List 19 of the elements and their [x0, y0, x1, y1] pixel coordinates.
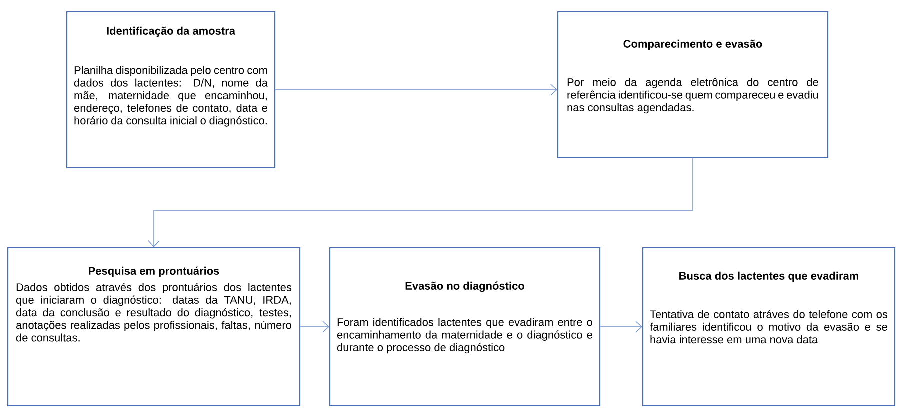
box-text: Dados obtidos através dos prontuários dos lactentes que iniciaram o diagnóstico: datas da TANU, IRDA, data da conclusão e resultado do diagnóstico, testes, anotações realizadas pelos profissionais, faltas, número de consultas.: [16, 283, 292, 342]
process-box: [329, 247, 601, 407]
box-title: Comparecimento e evasão: [624, 40, 762, 50]
box-text: Foram identificados lactentes que evadiram entre o encaminhamento da maternidade e o diagnóstico e durante o processo de diagnóstico: [337, 318, 592, 354]
arrow: [300, 321, 330, 333]
process-box: [66, 11, 276, 169]
arrow: [275, 84, 558, 96]
process-box: [7, 247, 301, 407]
process-box: [642, 247, 896, 407]
arrow: [148, 158, 694, 248]
box-title: Evasão no diagnóstico: [406, 282, 524, 292]
box-text: Planilha disponibilizada pelo centro com dados dos lactentes: D/N, nome da mãe, maternidade que encaminhou, endereço, telefones de contato, data e horário da consulta inicial o diagnóstico.: [74, 66, 268, 127]
arrow: [600, 321, 642, 333]
box-title: Busca dos lactentes que evadiram: [680, 272, 858, 282]
box-title: Pesquisa em prontuários: [89, 266, 220, 278]
box-text: Tentativa de contato atráves do telefone com os familiares identificou o motivo da evasão e se havia interesse em uma nova data: [650, 310, 888, 344]
process-box: [557, 11, 829, 159]
box-text: Por meio da agenda eletrônica do centro de referência identificou-se quem compareceu e evadiu nas consultas agendadas.: [568, 78, 818, 114]
box-title: Identificação da amostra: [107, 26, 236, 38]
